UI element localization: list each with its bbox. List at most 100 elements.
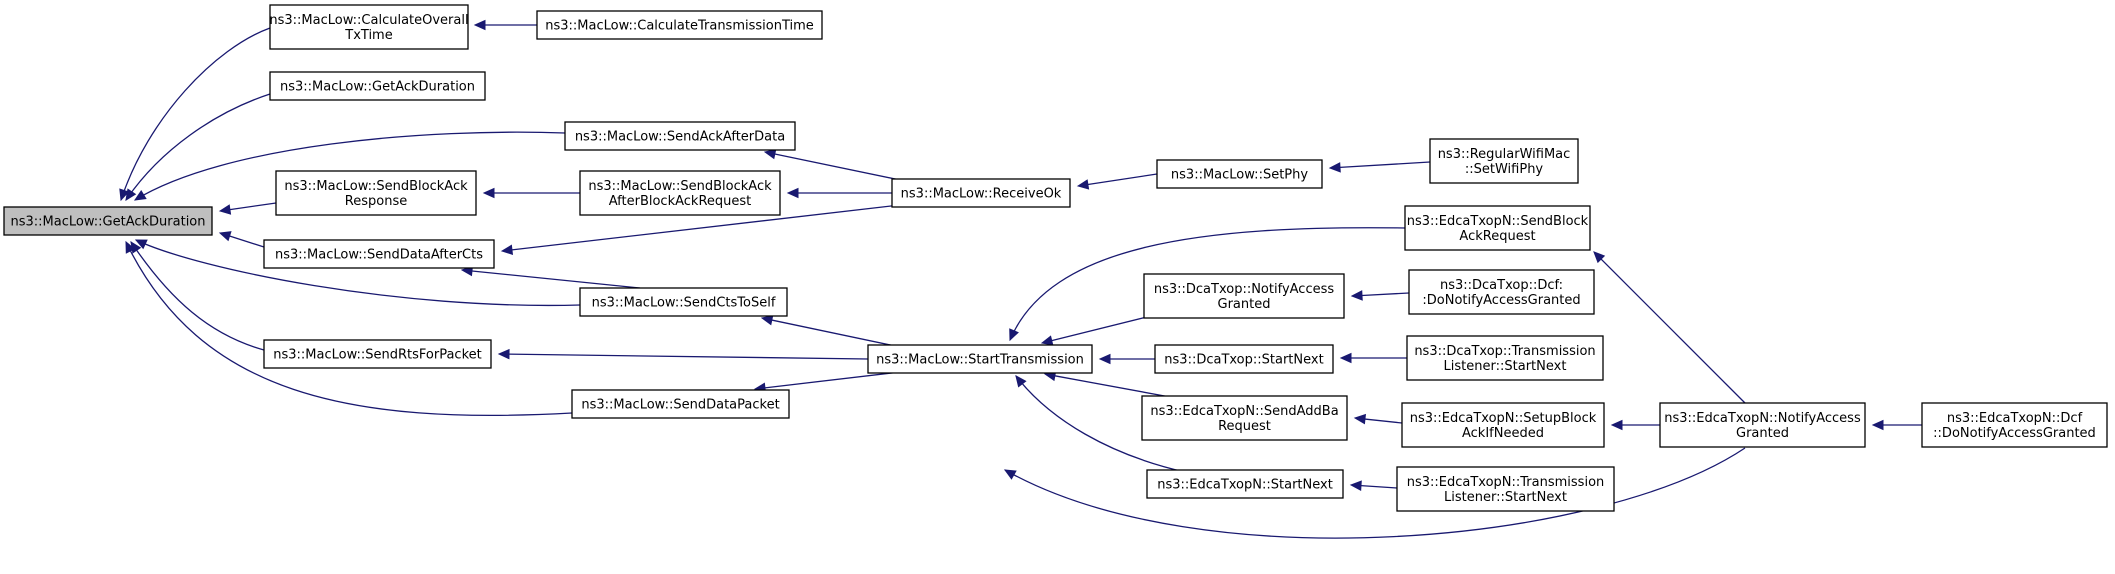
edge-line: [1087, 173, 1158, 186]
node-sendcts[interactable]: ns3::MacLow::SendCtsToSelf: [579, 287, 788, 317]
node-dcastartnext[interactable]: ns3::DcaTxop::StartNext: [1154, 344, 1334, 374]
edge-arrowhead: [1610, 419, 1623, 431]
node-label: AckIfNeeded: [1462, 426, 1544, 441]
edge-arrowhead: [763, 148, 777, 160]
node-box: [579, 287, 788, 317]
edge-starttx-to-sendrts: [497, 348, 869, 360]
node-box: [1406, 335, 1604, 381]
edge-arrowhead: [1040, 335, 1054, 346]
node-label: ns3::DcaTxop::Dcf:: [1440, 278, 1563, 293]
edge-dcastartnext-to-starttx: [1098, 353, 1155, 365]
node-receiveok[interactable]: ns3::MacLow::ReceiveOk: [891, 178, 1071, 208]
edge-line: [229, 235, 265, 248]
edge-line: [1364, 418, 1403, 424]
edge-line: [1361, 292, 1410, 297]
edge-line: [764, 371, 901, 389]
edge-arrowhead: [473, 19, 486, 31]
node-sendblockafter[interactable]: ns3::MacLow::SendBlockAckAfterBlockAckRe…: [579, 170, 781, 216]
node-box: [1156, 159, 1323, 189]
node-box: [1429, 138, 1579, 184]
node-label: ns3::EdcaTxopN::SetupBlock: [1410, 411, 1597, 426]
node-edcatranslist[interactable]: ns3::EdcaTxopN::TransmissionListener::St…: [1396, 466, 1615, 512]
node-label: ns3::MacLow::SendRtsForPacket: [273, 348, 482, 363]
node-label: ns3::EdcaTxopN::StartNext: [1157, 478, 1333, 493]
edge-calctrans-to-calcoverall: [473, 19, 537, 31]
node-senddatapkt[interactable]: ns3::MacLow::SendDataPacket: [571, 389, 790, 419]
node-dcatranslist[interactable]: ns3::DcaTxop::TransmissionListener::Star…: [1406, 335, 1604, 381]
node-label: Granted: [1736, 426, 1789, 441]
node-box: [1401, 402, 1605, 448]
node-box: [1659, 402, 1866, 448]
edge-arrowhead: [1098, 353, 1111, 365]
node-label: Listener::StartNext: [1444, 490, 1567, 505]
edge-arrowhead: [1328, 162, 1341, 173]
edge-arrowhead: [1003, 469, 1017, 480]
edge-arrowhead: [786, 187, 799, 199]
node-edcadcf[interactable]: ns3::EdcaTxopN::Dcf::DoNotifyAccessGrant…: [1921, 402, 2108, 448]
node-box: [269, 71, 486, 101]
node-box: [579, 170, 781, 216]
node-label: Response: [345, 194, 407, 209]
edge-sendblockafter-to-sendblockresp: [482, 187, 580, 199]
node-label: ns3::MacLow::SendAckAfterData: [575, 130, 785, 145]
node-senddataafter[interactable]: ns3::MacLow::SendDataAfterCts: [263, 239, 495, 269]
node-getack2[interactable]: ns3::MacLow::GetAckDuration: [269, 71, 486, 101]
edge-edcasendblock-to-starttx: [1009, 227, 1406, 342]
node-sendackafter[interactable]: ns3::MacLow::SendAckAfterData: [564, 121, 796, 151]
edge-edcanotify-to-starttx: [1003, 447, 1746, 539]
node-box: [891, 178, 1071, 208]
node-regwifi[interactable]: ns3::RegularWifiMac::SetWifiPhy: [1429, 138, 1579, 184]
edge-line: [134, 131, 566, 201]
node-box: [867, 344, 1093, 374]
edge-line: [471, 270, 641, 289]
node-box: [1146, 469, 1344, 499]
node-box: [1154, 344, 1334, 374]
node-label: ns3::EdcaTxopN::SendAddBa: [1150, 404, 1338, 419]
edge-edcanotify-to-edcasetup: [1610, 419, 1660, 431]
edge-arrowhead: [1009, 328, 1019, 342]
node-setphy[interactable]: ns3::MacLow::SetPhy: [1156, 159, 1323, 189]
node-box: [275, 170, 477, 216]
edge-line: [125, 241, 573, 417]
edge-line: [1339, 161, 1431, 169]
node-box: [263, 239, 495, 269]
node-calctrans[interactable]: ns3::MacLow::CalculateTransmissionTime: [536, 10, 823, 40]
node-edcastartnext[interactable]: ns3::EdcaTxopN::StartNext: [1146, 469, 1344, 499]
node-getack[interactable]: ns3::MacLow::GetAckDuration: [3, 206, 213, 236]
edge-arrowhead: [1871, 419, 1884, 431]
edge-arrowhead: [1015, 375, 1027, 388]
edge-line: [774, 153, 901, 181]
node-starttx[interactable]: ns3::MacLow::StartTransmission: [867, 344, 1093, 374]
edge-calcoverall-to-getack: [119, 27, 271, 202]
node-sendrts[interactable]: ns3::MacLow::SendRtsForPacket: [263, 339, 492, 369]
node-label: AckRequest: [1459, 229, 1535, 244]
node-dcanotify[interactable]: ns3::DcaTxop::NotifyAccessGranted: [1143, 273, 1345, 319]
nodes-layer: ns3::MacLow::GetAckDurationns3::MacLow::…: [3, 4, 2108, 512]
edge-arrowhead: [1593, 251, 1606, 264]
edge-regwifi-to-setphy: [1328, 161, 1431, 173]
node-label: ns3::MacLow::SendDataPacket: [581, 398, 779, 413]
node-box: [571, 389, 790, 419]
node-label: Listener::StartNext: [1444, 359, 1567, 374]
node-edcanotify[interactable]: ns3::EdcaTxopN::NotifyAccessGranted: [1659, 402, 1866, 448]
edge-edcatranslist-to-edcastartnext: [1349, 480, 1398, 491]
edge-arrowhead: [218, 204, 232, 215]
edge-arrowhead: [1076, 179, 1090, 190]
edge-edcasendaddba-to-starttx: [1043, 370, 1171, 398]
edge-sendackafter-to-getack: [133, 131, 566, 201]
edge-edcastartnext-to-starttx: [1015, 375, 1186, 473]
edge-line: [125, 93, 271, 201]
edge-arrowhead: [119, 188, 130, 202]
edge-arrowhead: [1350, 290, 1363, 301]
node-label: Request: [1218, 419, 1271, 434]
node-label: ns3::MacLow::SendBlockAck: [588, 179, 772, 194]
edge-line: [1015, 375, 1186, 473]
node-dcadcf[interactable]: ns3::DcaTxop::Dcf::DoNotifyAccessGranted: [1408, 269, 1595, 315]
node-label: ns3::MacLow::SendBlockAck: [284, 179, 468, 194]
node-box: [1143, 273, 1345, 319]
